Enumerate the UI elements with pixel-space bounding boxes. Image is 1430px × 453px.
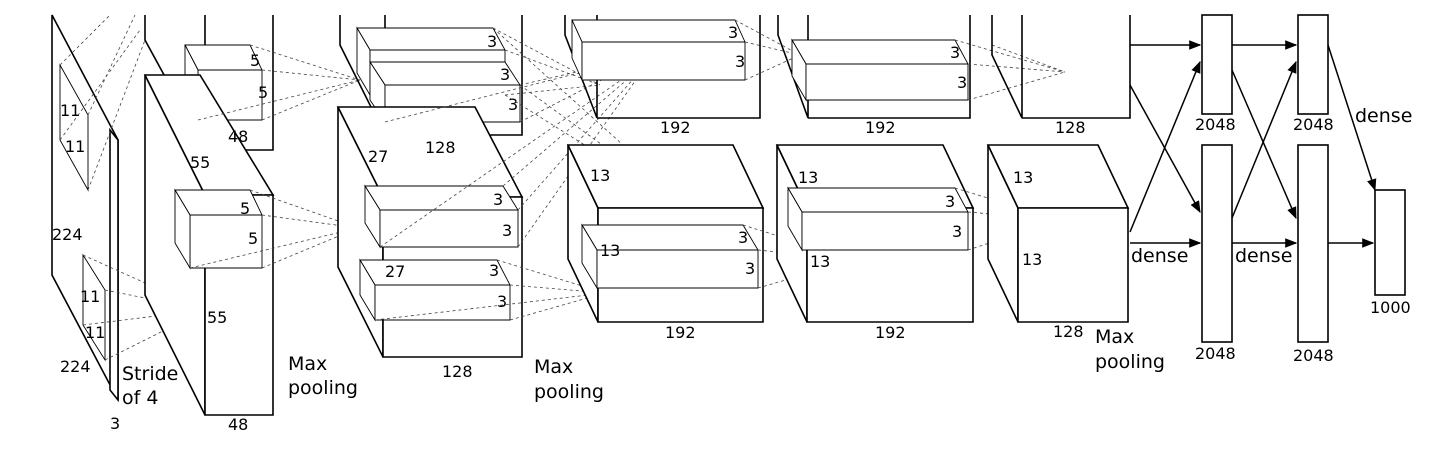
- conv4-bottom-block: [775, 144, 975, 323]
- neuron-count-label: 2048: [1293, 115, 1334, 134]
- channel-count-label: 192: [660, 118, 691, 137]
- dense-connection-arrows: [1129, 40, 1377, 248]
- channel-count-label: 48: [228, 415, 248, 434]
- fc7-top-block: [1297, 14, 1329, 115]
- fc6-top-block: [1201, 14, 1233, 115]
- feature-map-size-label: 13: [810, 252, 830, 271]
- conv5-top-block: [991, 15, 1131, 119]
- kernel-size-label: 3: [728, 23, 738, 42]
- channel-count-label: 192: [875, 323, 906, 342]
- kernel-size-label: 3: [500, 65, 510, 84]
- input-size-label: 224: [60, 357, 91, 376]
- feature-map-size-label: 13: [590, 166, 610, 185]
- kernel-size-label: 3: [952, 222, 962, 241]
- input-size-label: 224: [52, 225, 83, 244]
- kernel-size-label: 11: [80, 287, 100, 306]
- conv5-bottom-block: [986, 144, 1130, 323]
- kernel-size-label: 3: [493, 190, 503, 209]
- kernel-size-label: 3: [950, 43, 960, 62]
- conv3-bottom-block: [566, 144, 765, 323]
- max-pooling-label: Max: [288, 353, 327, 375]
- output-block: [1374, 189, 1406, 296]
- conv4-top-block: [777, 15, 971, 119]
- kernel-size-label: 3: [497, 292, 507, 311]
- kernel-size-label: 5: [250, 51, 260, 70]
- feature-map-size-label: 13: [1022, 250, 1042, 269]
- fc7-bottom-block: [1297, 144, 1329, 343]
- kernel-size-label: 11: [65, 137, 85, 156]
- neuron-count-label: 2048: [1293, 346, 1334, 365]
- max-pooling-label: Max: [1095, 326, 1134, 348]
- stride-label: of 4: [122, 387, 158, 409]
- channel-count-label: 128: [442, 362, 473, 381]
- kernel-size-label: 3: [957, 73, 967, 92]
- kernel-size-label: 5: [240, 199, 250, 218]
- dense-label: dense: [1355, 105, 1412, 127]
- neuron-count-label: 2048: [1195, 115, 1236, 134]
- channel-count-label: 128: [425, 138, 456, 157]
- feature-map-size-label: 55: [190, 153, 210, 172]
- feature-map-size-label: 13: [798, 168, 818, 187]
- conv2-bottom-block: [336, 106, 524, 358]
- conv3-top-block: [564, 15, 761, 119]
- kernel-size-label: 3: [945, 192, 955, 211]
- channel-count-label: 128: [1055, 118, 1086, 137]
- fc6-bottom-block: [1201, 144, 1233, 343]
- stride-label: Stride: [122, 363, 178, 385]
- neuron-count-label: 2048: [1195, 344, 1236, 363]
- feature-map-size-label: 27: [385, 262, 405, 281]
- dense-label: dense: [1235, 245, 1292, 267]
- kernel-size-label: 3: [508, 95, 518, 114]
- kernel-size-label: 3: [738, 228, 748, 247]
- output-count-label: 1000: [1370, 298, 1411, 317]
- max-pooling-label: pooling: [288, 377, 358, 399]
- kernel-size-label: 5: [248, 229, 258, 248]
- kernel-size-label: 11: [60, 101, 80, 120]
- kernel-size-label: 5: [258, 83, 268, 102]
- channel-count-label: 48: [228, 127, 248, 146]
- input-image-block: [51, 14, 206, 403]
- max-pooling-label: pooling: [534, 381, 604, 403]
- feature-map-size-label: 27: [368, 147, 388, 166]
- channel-count-label: 192: [865, 118, 896, 137]
- channel-count-label: 128: [1053, 322, 1084, 341]
- kernel-size-label: 3: [735, 52, 745, 71]
- max-pooling-label: pooling: [1095, 351, 1165, 373]
- max-pooling-label: Max: [534, 356, 573, 378]
- dense-label: dense: [1131, 245, 1188, 267]
- kernel-size-label: 11: [85, 323, 105, 342]
- feature-map-size-label: 13: [1013, 168, 1033, 187]
- kernel-size-label: 3: [502, 221, 512, 240]
- kernel-size-label: 3: [489, 261, 499, 280]
- kernel-size-label: 3: [745, 259, 755, 278]
- channel-label: 3: [110, 414, 120, 433]
- channel-count-label: 192: [665, 323, 696, 342]
- kernel-size-label: 3: [487, 32, 497, 51]
- feature-map-size-label: 55: [207, 308, 227, 327]
- conv1-bottom-block: [143, 74, 275, 416]
- feature-map-size-label: 13: [600, 241, 620, 260]
